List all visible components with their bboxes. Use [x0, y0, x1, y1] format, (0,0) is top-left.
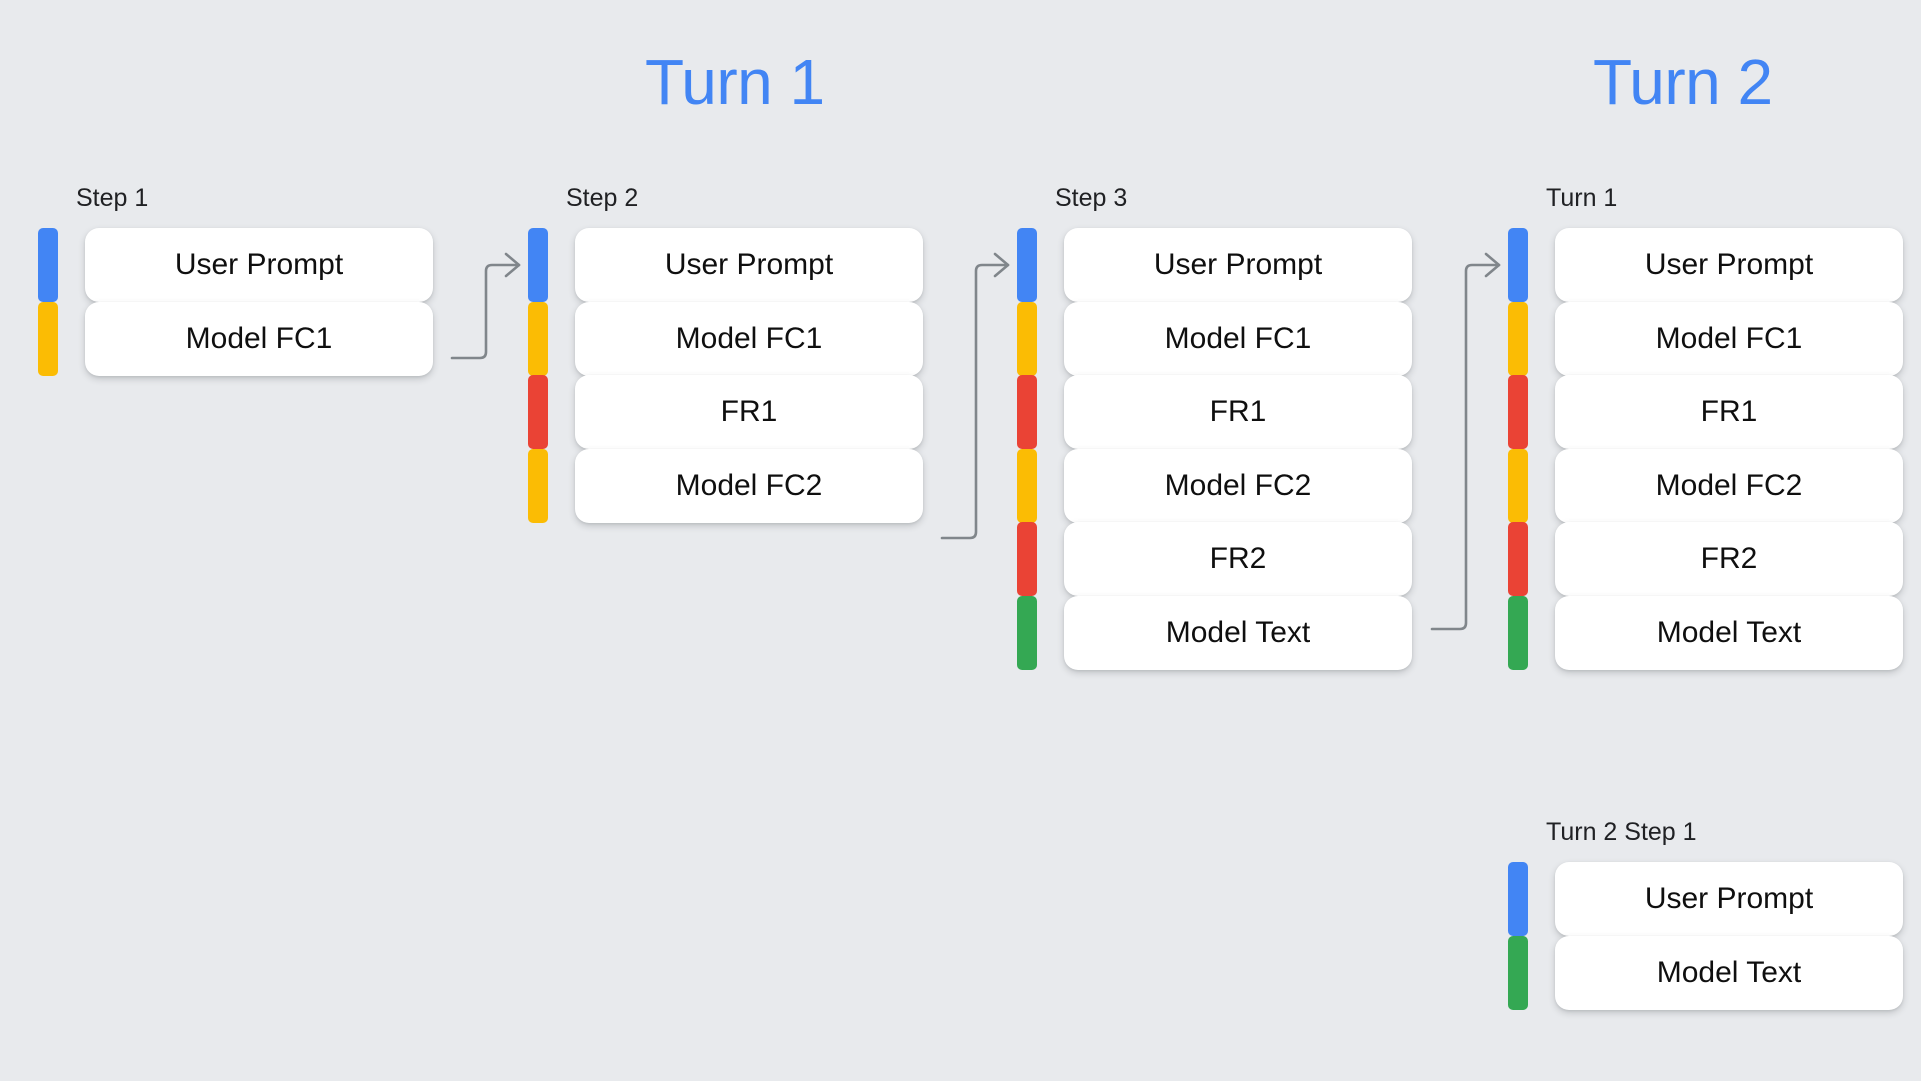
list-item[interactable]: Model Text [1017, 595, 1412, 670]
message-card[interactable]: FR1 [1064, 375, 1412, 449]
list-item[interactable]: Model Text [1508, 935, 1903, 1010]
role-color-bar-yellow [1017, 301, 1037, 376]
list-item[interactable]: Model Text [1508, 595, 1903, 670]
message-card[interactable]: Model FC2 [575, 448, 923, 523]
column-label-step-3: Step 3 [1055, 184, 1128, 212]
turn-heading-2: Turn 2 [1593, 46, 1773, 118]
message-card[interactable]: Model Text [1555, 595, 1903, 670]
column-label-step-2: Step 2 [566, 184, 639, 212]
list-item[interactable]: FR2 [1508, 522, 1903, 596]
message-card[interactable]: User Prompt [575, 228, 923, 302]
role-color-bar-yellow [528, 301, 548, 376]
message-card[interactable]: FR1 [575, 375, 923, 449]
message-card-label: User Prompt [1153, 248, 1323, 281]
connector-line [1430, 263, 1501, 631]
role-color-bar-red [1508, 522, 1528, 596]
list-item[interactable]: Model FC1 [528, 301, 923, 376]
role-color-bar-yellow [528, 448, 548, 523]
message-card-label: Model Text [1165, 615, 1311, 649]
list-item[interactable]: Model FC1 [1508, 301, 1903, 376]
connector-arrow-step1-to-step2 [450, 252, 521, 360]
message-card[interactable]: Model FC1 [85, 301, 433, 376]
role-color-bar-blue [1508, 862, 1528, 936]
column-label-step-1: Step 1 [76, 184, 149, 212]
role-color-bar-yellow [1508, 301, 1528, 376]
message-card-label: Model FC1 [675, 321, 823, 355]
list-item[interactable]: User Prompt [38, 228, 433, 302]
role-color-bar-red [1508, 375, 1528, 449]
message-card-label: Model FC2 [675, 468, 823, 502]
role-color-bar-red [1017, 522, 1037, 596]
role-color-bar-blue [1508, 228, 1528, 302]
column-label-turn-2-step-1: Turn 2 Step 1 [1546, 818, 1697, 846]
message-card[interactable]: Model FC2 [1064, 448, 1412, 523]
message-card-label: FR1 [720, 395, 778, 428]
list-item[interactable]: FR1 [1508, 375, 1903, 449]
column-label-turn-2-turn-1: Turn 1 [1546, 184, 1618, 212]
list-item[interactable]: Model FC2 [1508, 448, 1903, 523]
role-color-bar-blue [38, 228, 58, 302]
connector-arrow-step3-to-turn2 [1430, 252, 1501, 631]
message-card-label: Model FC1 [1655, 321, 1803, 355]
message-card-label: User Prompt [174, 248, 344, 281]
message-card-label: Model Text [1656, 955, 1802, 989]
role-color-bar-yellow [1017, 448, 1037, 523]
message-card-label: User Prompt [1644, 248, 1814, 281]
message-card-label: FR1 [1209, 395, 1267, 428]
role-color-bar-yellow [1508, 448, 1528, 523]
role-color-bar-green [1508, 935, 1528, 1010]
role-color-bar-blue [1017, 228, 1037, 302]
message-card-label: FR2 [1209, 542, 1267, 575]
message-card-label: Model Text [1656, 615, 1802, 649]
message-card-label: Model FC1 [185, 321, 333, 355]
message-card[interactable]: Model Text [1555, 935, 1903, 1010]
list-item[interactable]: User Prompt [1508, 228, 1903, 302]
arrowhead-icon [504, 252, 521, 278]
list-item[interactable]: Model FC2 [1017, 448, 1412, 523]
message-card[interactable]: User Prompt [85, 228, 433, 302]
list-item[interactable]: Model FC1 [38, 301, 433, 376]
message-card-label: FR1 [1700, 395, 1758, 428]
role-color-bar-red [528, 375, 548, 449]
list-item[interactable]: FR1 [528, 375, 923, 449]
list-item[interactable]: User Prompt [528, 228, 923, 302]
arrowhead-icon [993, 252, 1010, 278]
message-card[interactable]: Model Text [1064, 595, 1412, 670]
list-item[interactable]: User Prompt [1017, 228, 1412, 302]
role-color-bar-blue [528, 228, 548, 302]
list-item[interactable]: FR2 [1017, 522, 1412, 596]
message-card-label: FR2 [1700, 542, 1758, 575]
message-card-label: User Prompt [1644, 882, 1814, 915]
message-card[interactable]: User Prompt [1555, 862, 1903, 936]
message-card[interactable]: FR2 [1064, 522, 1412, 596]
arrowhead-icon [1484, 252, 1501, 278]
role-color-bar-yellow [38, 301, 58, 376]
turn-heading-1: Turn 1 [645, 46, 825, 118]
message-card[interactable]: Model FC1 [1064, 301, 1412, 376]
role-color-bar-green [1017, 595, 1037, 670]
list-item[interactable]: FR1 [1017, 375, 1412, 449]
message-card[interactable]: User Prompt [1555, 228, 1903, 302]
connector-arrow-step2-to-step3 [940, 252, 1010, 540]
role-color-bar-red [1017, 375, 1037, 449]
message-card[interactable]: FR1 [1555, 375, 1903, 449]
list-item[interactable]: Model FC2 [528, 448, 923, 523]
message-card-label: Model FC2 [1164, 468, 1312, 502]
message-card-label: Model FC1 [1164, 321, 1312, 355]
message-card-label: Model FC2 [1655, 468, 1803, 502]
message-card[interactable]: Model FC1 [1555, 301, 1903, 376]
list-item[interactable]: Model FC1 [1017, 301, 1412, 376]
message-card[interactable]: Model FC2 [1555, 448, 1903, 523]
connector-line [450, 263, 521, 360]
message-card[interactable]: Model FC1 [575, 301, 923, 376]
message-card[interactable]: FR2 [1555, 522, 1903, 596]
message-card[interactable]: User Prompt [1064, 228, 1412, 302]
list-item[interactable]: User Prompt [1508, 862, 1903, 936]
connector-line [940, 263, 1010, 540]
message-card-label: User Prompt [664, 248, 834, 281]
role-color-bar-green [1508, 595, 1528, 670]
